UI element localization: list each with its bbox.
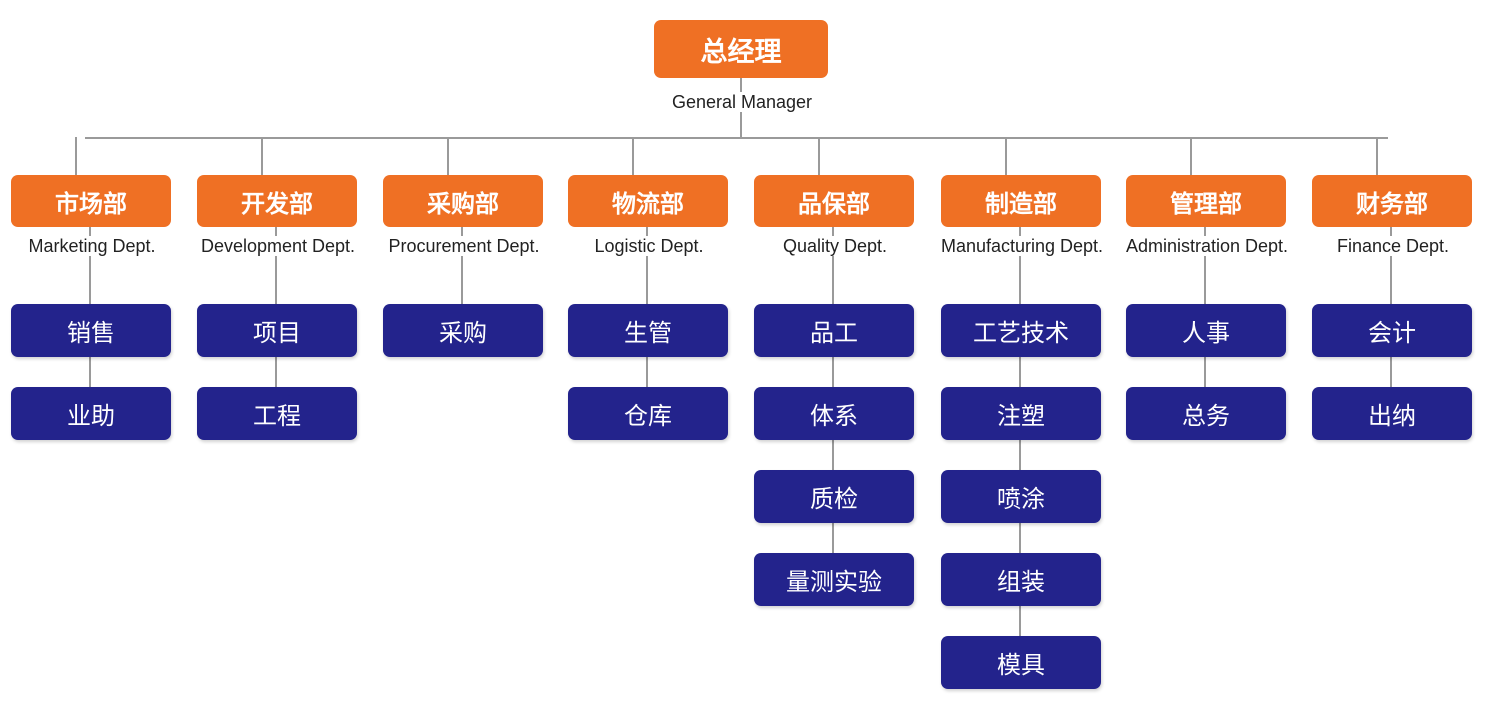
unit-box: 组装 [941,553,1101,606]
unit-box: 销售 [11,304,171,357]
department-subtitle: Logistic Dept. [593,236,705,256]
department-box: 制造部 [941,175,1101,227]
unit-label: 销售 [67,319,115,347]
unit-label: 品工 [810,319,858,347]
dept-connector [261,137,263,175]
department-box: 品保部 [754,175,914,227]
department-title: 管理部 [1170,189,1242,218]
unit-label: 仓库 [624,402,672,430]
dept-connector [1376,137,1378,175]
department-box: 采购部 [383,175,543,227]
unit-box: 会计 [1312,304,1472,357]
unit-label: 会计 [1368,319,1416,347]
unit-box: 喷涂 [941,470,1101,523]
unit-box: 工程 [197,387,357,440]
unit-box: 品工 [754,304,914,357]
unit-label: 量测实验 [786,568,882,596]
department-box: 物流部 [568,175,728,227]
unit-label: 喷涂 [997,485,1045,513]
general-manager-box: 总经理 [654,20,828,78]
unit-label: 模具 [997,651,1045,679]
dept-connector [75,137,77,175]
unit-box: 总务 [1126,387,1286,440]
unit-box: 仓库 [568,387,728,440]
department-box: 开发部 [197,175,357,227]
unit-connector [1019,227,1021,663]
department-box: 管理部 [1126,175,1286,227]
unit-box: 采购 [383,304,543,357]
department-subtitle: Procurement Dept. [387,236,541,256]
unit-label: 注塑 [997,402,1045,430]
unit-box: 工艺技术 [941,304,1101,357]
department-title: 财务部 [1356,189,1428,218]
dept-bus-line [85,137,1388,139]
dept-connector [632,137,634,175]
unit-label: 体系 [810,402,858,430]
unit-box: 业助 [11,387,171,440]
unit-label: 总务 [1182,402,1230,430]
unit-label: 项目 [253,319,301,347]
unit-label: 业助 [67,402,115,430]
unit-label: 生管 [624,319,672,347]
unit-box: 人事 [1126,304,1286,357]
department-box: 财务部 [1312,175,1472,227]
general-manager-subtitle: General Manager [670,92,814,112]
department-title: 市场部 [55,189,127,218]
department-subtitle: Finance Dept. [1335,236,1451,256]
department-box: 市场部 [11,175,171,227]
dept-connector [818,137,820,175]
unit-label: 组装 [997,568,1045,596]
unit-label: 质检 [810,485,858,513]
dept-connector [1005,137,1007,175]
department-title: 制造部 [985,189,1057,218]
unit-box: 质检 [754,470,914,523]
unit-label: 工程 [253,402,301,430]
unit-box: 量测实验 [754,553,914,606]
unit-label: 采购 [439,319,487,347]
unit-box: 项目 [197,304,357,357]
department-subtitle: Marketing Dept. [27,236,157,256]
unit-label: 出纳 [1368,402,1416,430]
department-subtitle: Development Dept. [199,236,357,256]
department-title: 物流部 [612,189,684,218]
department-subtitle: Manufacturing Dept. [939,236,1105,256]
unit-box: 生管 [568,304,728,357]
department-subtitle: Administration Dept. [1124,236,1290,256]
unit-box: 注塑 [941,387,1101,440]
department-title: 品保部 [798,189,870,218]
department-subtitle: Quality Dept. [781,236,889,256]
unit-box: 出纳 [1312,387,1472,440]
unit-box: 模具 [941,636,1101,689]
department-title: 开发部 [241,189,313,218]
general-manager-title: 总经理 [700,36,782,68]
unit-box: 体系 [754,387,914,440]
department-title: 采购部 [427,189,499,218]
unit-label: 工艺技术 [973,319,1069,347]
unit-connector [461,227,463,331]
unit-label: 人事 [1182,319,1230,347]
dept-connector [447,137,449,175]
dept-connector [1190,137,1192,175]
